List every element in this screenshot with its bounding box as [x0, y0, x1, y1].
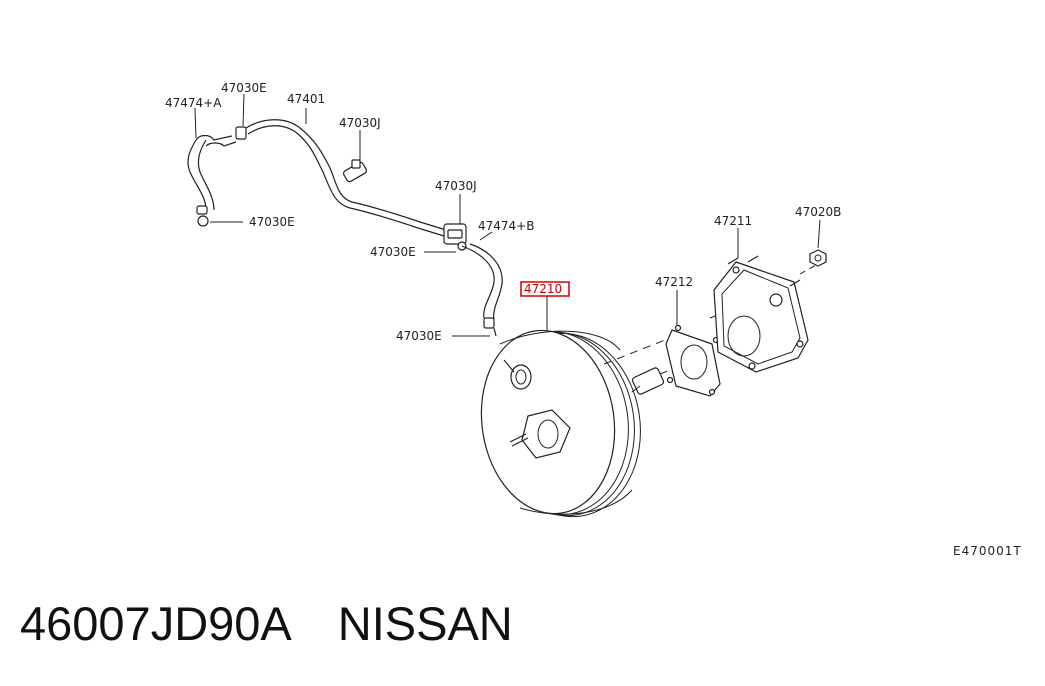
connector-47030J-upper	[342, 159, 368, 183]
label-47212[interactable]: 47212	[655, 275, 693, 289]
highlight-box-47210	[520, 281, 570, 297]
brake-booster-47210	[480, 329, 691, 518]
hose-assembly	[187, 119, 503, 337]
label-47030J-upper[interactable]: 47030J	[339, 116, 381, 130]
label-47030E-left[interactable]: 47030E	[249, 215, 295, 229]
label-47474B[interactable]: 47474+B	[478, 219, 534, 233]
label-47030E-low[interactable]: 47030E	[396, 329, 442, 343]
label-47020B[interactable]: 47020B	[795, 205, 841, 219]
leader-lines	[194, 93, 821, 337]
plate-47211	[713, 255, 819, 373]
diagram-code: E470001T	[953, 544, 1022, 558]
label-47030J-lower[interactable]: 47030J	[435, 179, 477, 193]
label-47030E-mid[interactable]: 47030E	[370, 245, 416, 259]
footer-title: 46007JD90A NISSAN	[20, 596, 513, 651]
part-number: 46007JD90A	[20, 597, 292, 650]
part-labels: 47474+A 47030E 47401 47030J 47030E 47030…	[165, 81, 841, 343]
check-valve-47030J	[443, 223, 467, 251]
label-47210[interactable]: 47210	[524, 282, 562, 296]
label-47211[interactable]: 47211	[714, 214, 752, 228]
nut-47020B	[809, 249, 827, 267]
label-47474A[interactable]: 47474+A	[165, 96, 222, 110]
label-47030E-top[interactable]: 47030E	[221, 81, 267, 95]
label-47401[interactable]: 47401	[287, 92, 325, 106]
brand-name: NISSAN	[337, 597, 513, 650]
